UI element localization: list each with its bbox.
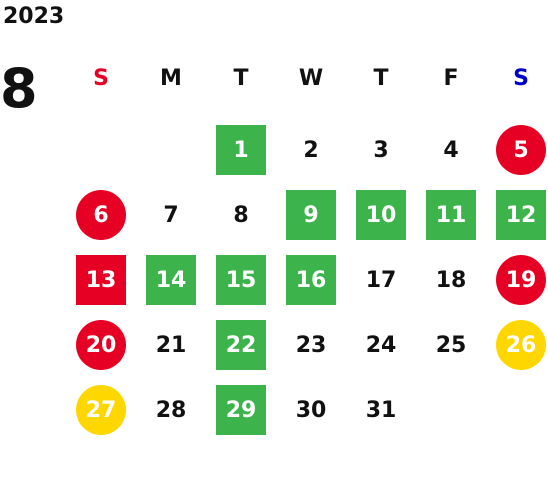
day-cell-15[interactable]: 15 — [216, 255, 266, 305]
day-cell-16[interactable]: 16 — [286, 255, 336, 305]
day-cell-7[interactable]: 7 — [163, 202, 179, 228]
day-cell-14[interactable]: 14 — [146, 255, 196, 305]
day-cell-19[interactable]: 19 — [496, 255, 546, 305]
day-cell-27[interactable]: 27 — [76, 385, 126, 435]
year-label: 2023 — [3, 4, 65, 29]
day-cell-11[interactable]: 11 — [426, 190, 476, 240]
weekday-header: T — [233, 66, 249, 91]
day-cell-9[interactable]: 9 — [286, 190, 336, 240]
weekday-header: M — [160, 66, 182, 91]
day-cell-22[interactable]: 22 — [216, 320, 266, 370]
day-cell-23[interactable]: 23 — [295, 332, 327, 358]
day-cell-17[interactable]: 17 — [365, 267, 397, 293]
day-cell-21[interactable]: 21 — [155, 332, 187, 358]
day-cell-12[interactable]: 12 — [496, 190, 546, 240]
month-label: 8 — [0, 57, 38, 120]
weekday-header: W — [298, 66, 324, 91]
day-cell-1[interactable]: 1 — [216, 125, 266, 175]
weekday-header: S — [93, 66, 109, 91]
weekday-header: T — [373, 66, 389, 91]
day-cell-31[interactable]: 31 — [365, 397, 397, 423]
day-cell-13[interactable]: 13 — [76, 255, 126, 305]
day-cell-3[interactable]: 3 — [373, 137, 389, 163]
day-cell-29[interactable]: 29 — [216, 385, 266, 435]
day-cell-26[interactable]: 26 — [496, 320, 546, 370]
day-cell-8[interactable]: 8 — [233, 202, 249, 228]
day-cell-4[interactable]: 4 — [443, 137, 459, 163]
day-cell-2[interactable]: 2 — [303, 137, 319, 163]
day-cell-24[interactable]: 24 — [365, 332, 397, 358]
day-cell-18[interactable]: 18 — [435, 267, 467, 293]
weekday-header: S — [513, 66, 529, 91]
day-cell-25[interactable]: 25 — [435, 332, 467, 358]
day-cell-28[interactable]: 28 — [155, 397, 187, 423]
weekday-header: F — [443, 66, 459, 91]
day-cell-6[interactable]: 6 — [76, 190, 126, 240]
day-cell-10[interactable]: 10 — [356, 190, 406, 240]
day-cell-30[interactable]: 30 — [295, 397, 327, 423]
day-cell-5[interactable]: 5 — [496, 125, 546, 175]
day-cell-20[interactable]: 20 — [76, 320, 126, 370]
